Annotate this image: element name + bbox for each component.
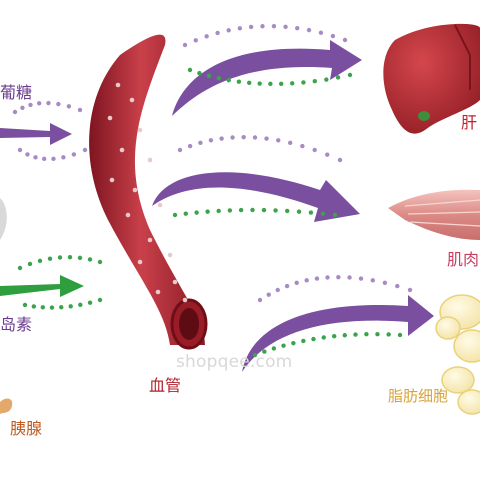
glucose-dot-trails <box>12 24 413 303</box>
fat-cells <box>435 294 480 415</box>
vessel-body <box>89 34 205 345</box>
label-glucose: 葡糖 <box>0 83 33 102</box>
arrow-to-liver <box>172 40 362 116</box>
arrow-to-fat <box>242 295 434 372</box>
muscle-organ <box>388 189 480 240</box>
arrow-to-muscle <box>152 172 360 222</box>
label-fat-cells: 脂肪细胞 <box>388 387 449 405</box>
label-pancreas: 胰腺 <box>10 419 43 438</box>
left-organ-edge <box>0 198 7 240</box>
label-blood-vessel: 血管 <box>149 376 182 395</box>
pancreas-shape <box>0 398 13 414</box>
insulin-arrow-in <box>0 275 84 297</box>
liver-organ <box>383 23 480 134</box>
watermark: shopqee.com <box>176 352 293 372</box>
label-insulin: 岛素 <box>0 315 33 334</box>
glucose-arrow-in <box>0 123 72 145</box>
insulin-dot-trails <box>17 67 403 358</box>
label-liver: 肝 <box>461 113 478 132</box>
label-muscle: 肌肉 <box>447 250 480 269</box>
vessel-glucose-dots <box>107 82 188 303</box>
blood-vessel <box>89 34 208 350</box>
